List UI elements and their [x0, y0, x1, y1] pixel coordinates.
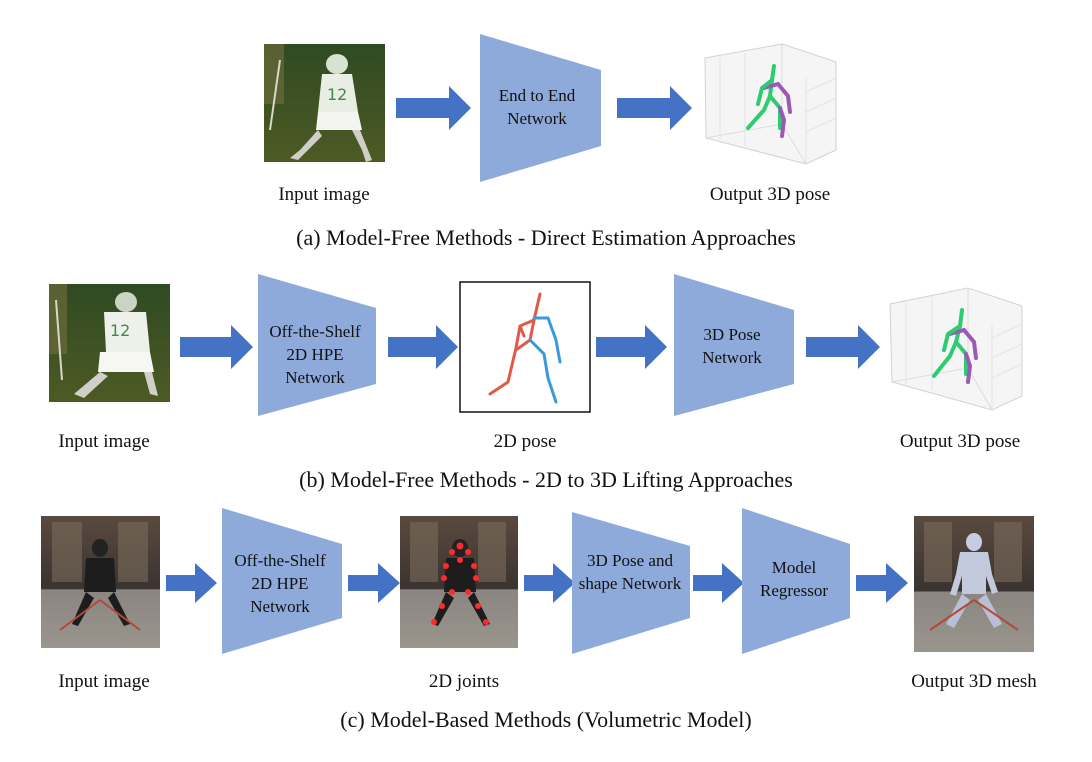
row-c-arrow-5: [856, 563, 908, 603]
row-b-2d-pose: [459, 281, 591, 413]
row-c-2d-hpe-network-label: Off-the-Shelf 2D HPE Network: [234, 551, 326, 616]
row-c-arrow-4: [693, 563, 744, 603]
row-b-arrow-1: [180, 325, 253, 369]
row-b-2d-hpe-network: [258, 274, 376, 416]
row-c-input-image: [41, 516, 160, 648]
row-b-3d-pose-network: [674, 274, 794, 416]
row-b-2d-pose-label: 2D pose: [493, 431, 557, 452]
row-b-output-3d-pose-label: Output 3D pose: [899, 431, 1021, 452]
row-a-end-to-end-network: [480, 34, 601, 182]
row-b-3d-pose-network-label: 3D Pose Network: [702, 325, 762, 367]
row-c-input-image-label: Input image: [58, 671, 150, 692]
row-c-model-regressor-label: Model Regressor: [760, 558, 828, 600]
row-c-arrow-1: [166, 563, 217, 603]
row-c-2d-joints-image: [400, 516, 518, 648]
row-c-2d-hpe-network: [222, 508, 342, 654]
row-b-arrow-3: [596, 325, 667, 369]
row-c-output-3d-mesh-label: Output 3D mesh: [911, 671, 1037, 692]
row-b-arrow-2: [388, 325, 458, 369]
row-c-caption: (c) Model-Based Methods (Volumetric Mode…: [340, 707, 752, 732]
row-b-2d-hpe-network-label: Off-the-Shelf 2D HPE Network: [269, 322, 361, 387]
row-c-3d-pose-shape-network-label: 3D Pose and shape Network: [578, 551, 682, 593]
row-a-caption: (a) Model-Free Methods - Direct Estimati…: [296, 225, 796, 250]
row-a-output-3d-pose-label: Output 3D pose: [709, 184, 831, 205]
row-b-arrow-4: [806, 325, 880, 369]
row-c-2d-joints-label: 2D joints: [428, 671, 500, 692]
svg-text:12: 12: [110, 321, 130, 340]
row-c-output-3d-mesh: [914, 516, 1034, 652]
row-c-model-regressor: [742, 508, 850, 654]
row-a-input-image: 12: [264, 44, 385, 162]
row-b-caption: (b) Model-Free Methods - 2D to 3D Liftin…: [299, 467, 793, 492]
row-c: [41, 508, 1034, 654]
row-a-end-to-end-network-label: End to End Network: [498, 86, 576, 128]
row-a-output-3d-pose: [704, 43, 837, 165]
row-b-input-image-label: Input image: [58, 431, 150, 452]
row-b: 12: [49, 274, 1023, 416]
row-b-input-image: 12: [49, 284, 170, 402]
row-b-output-3d-pose: [889, 287, 1023, 411]
svg-text:12: 12: [327, 85, 347, 104]
row-a: 12: [264, 34, 837, 182]
row-a-input-image-label: Input image: [278, 184, 370, 205]
row-a-arrow-1: [396, 86, 471, 130]
row-c-arrow-3: [524, 563, 575, 603]
row-a-arrow-2: [617, 86, 692, 130]
row-c-arrow-2: [348, 563, 400, 603]
row-c-3d-pose-shape-network: [572, 512, 690, 654]
